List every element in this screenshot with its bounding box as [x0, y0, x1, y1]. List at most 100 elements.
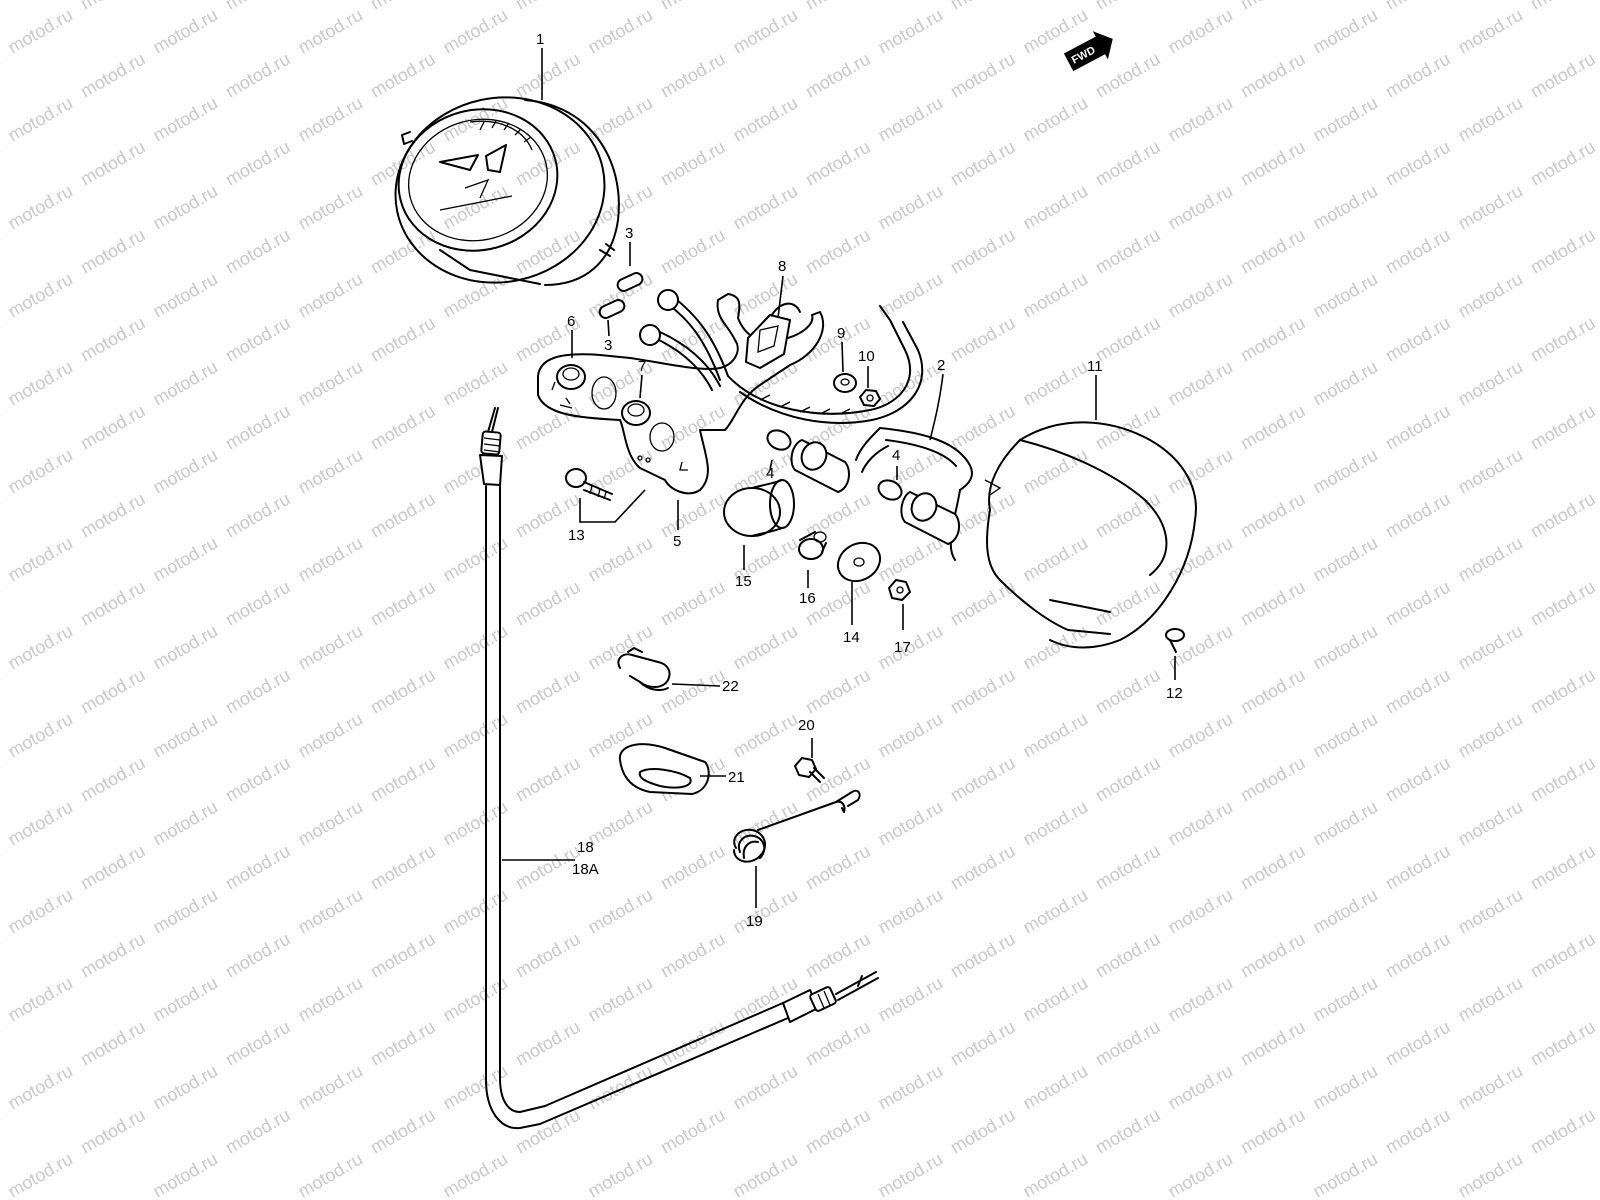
watermark-text: motod.ru	[947, 1105, 1019, 1158]
watermark-text: motod.ru	[295, 181, 367, 234]
watermark-text: motod.ru	[1527, 1105, 1599, 1158]
watermark-text: motod.ru	[1527, 225, 1599, 278]
watermark-text: motod.ru	[1310, 357, 1382, 410]
watermark-text: motod.ru	[1092, 137, 1164, 190]
watermark-text: motod.ru	[150, 269, 222, 322]
watermark-text: motod.ru	[1092, 313, 1164, 366]
watermark-text: motod.ru	[1237, 489, 1309, 542]
callout-2: 2	[937, 357, 945, 374]
watermark-text: motod.ru	[875, 709, 947, 762]
watermark-text: motod.ru	[5, 973, 77, 1026]
callout-1: 1	[536, 31, 544, 48]
watermark-text: motod.ru	[1382, 753, 1454, 806]
watermark-text: motod.ru	[0, 313, 4, 366]
watermark-text: motod.ru	[1455, 973, 1527, 1026]
watermark-text: motod.ru	[1237, 313, 1309, 366]
watermark-text: motod.ru	[1455, 445, 1527, 498]
cushion-3b	[598, 299, 626, 319]
watermark-text: motod.ru	[1310, 885, 1382, 938]
watermark-text: motod.ru	[1092, 577, 1164, 630]
bulb-socket-4a	[766, 429, 851, 493]
watermark-text: motod.ru	[1020, 93, 1092, 146]
watermark-text: motod.ru	[1237, 753, 1309, 806]
watermark-text: motod.ru	[367, 225, 439, 278]
watermark-text: motod.ru	[1237, 1017, 1309, 1070]
watermark-text: motod.ru	[947, 313, 1019, 366]
watermark-text: motod.ru	[585, 973, 657, 1026]
watermark-text: motod.ru	[367, 1105, 439, 1158]
watermark-text: motod.ru	[295, 709, 367, 762]
watermark-text: motod.ru	[1165, 93, 1237, 146]
watermark-text: motod.ru	[77, 841, 149, 894]
watermark-text: motod.ru	[222, 137, 294, 190]
watermark-text: motod.ru	[5, 93, 77, 146]
cable-clamp-22	[617, 647, 671, 691]
watermark-text: motod.ru	[1310, 269, 1382, 322]
watermark-text: motod.ru	[367, 665, 439, 718]
bolt-20	[794, 757, 825, 783]
watermark-text: motod.ru	[947, 225, 1019, 278]
watermark-text: motod.ru	[585, 93, 657, 146]
watermark-text: motod.ru	[657, 929, 729, 982]
watermark-text: motod.ru	[77, 1105, 149, 1158]
watermark-text: motod.ru	[150, 1149, 222, 1200]
callout-18A: 18A	[572, 861, 599, 878]
callout-11: 11	[1087, 358, 1103, 375]
watermark-text: motod.ru	[367, 0, 439, 13]
watermark-text: motod.ru	[295, 1149, 367, 1200]
callout-15: 15	[735, 573, 752, 590]
watermark-text: motod.ru	[585, 885, 657, 938]
watermark-text: motod.ru	[657, 1105, 729, 1158]
watermark-text: motod.ru	[1165, 445, 1237, 498]
watermark-text: motod.ru	[730, 181, 802, 234]
watermark-text: motod.ru	[367, 489, 439, 542]
watermark-text: motod.ru	[1020, 885, 1092, 938]
watermark-text: motod.ru	[1310, 1149, 1382, 1200]
watermark-text: motod.ru	[730, 269, 802, 322]
watermark-text: motod.ru	[1237, 929, 1309, 982]
watermark-text: motod.ru	[1237, 0, 1309, 13]
watermark-text: motod.ru	[150, 885, 222, 938]
callout-4b: 4	[892, 447, 900, 464]
watermark-text: motod.ru	[1237, 1105, 1309, 1158]
watermark-text: motod.ru	[0, 929, 4, 982]
watermark-text: motod.ru	[5, 621, 77, 674]
watermark-text: motod.ru	[1237, 137, 1309, 190]
watermark-text: motod.ru	[295, 797, 367, 850]
callout-8: 8	[778, 258, 786, 275]
watermark-text: motod.ru	[1237, 665, 1309, 718]
watermark-text: motod.ru	[77, 0, 149, 13]
watermark-text: motod.ru	[1165, 797, 1237, 850]
watermark-text: motod.ru	[5, 5, 77, 58]
watermark-text: motod.ru	[222, 489, 294, 542]
watermark-text: motod.ru	[730, 621, 802, 674]
callout-6: 6	[567, 313, 575, 330]
watermark-text: motod.ru	[657, 225, 729, 278]
watermark-text: motod.ru	[1527, 929, 1599, 982]
watermark-text: motod.ru	[1092, 225, 1164, 278]
watermark-text: motod.ru	[1382, 929, 1454, 982]
harness-clamp	[745, 314, 791, 369]
wiring-harness	[639, 289, 973, 561]
watermark-text: motod.ru	[657, 489, 729, 542]
nut-17	[888, 579, 911, 601]
watermark-text: motod.ru	[440, 5, 512, 58]
watermark-text: motod.ru	[1020, 445, 1092, 498]
watermark-text: motod.ru	[1382, 577, 1454, 630]
watermark-text: motod.ru	[1310, 445, 1382, 498]
watermark-text: motod.ru	[1020, 357, 1092, 410]
watermark-text: motod.ru	[1455, 885, 1527, 938]
watermark-text: motod.ru	[77, 401, 149, 454]
watermark-text: motod.ru	[295, 93, 367, 146]
grommet-21	[618, 743, 710, 795]
watermark-text: motod.ru	[150, 357, 222, 410]
callout-18: 18	[577, 839, 594, 856]
watermark-text: motod.ru	[730, 1061, 802, 1114]
watermark-text: motod.ru	[1165, 1149, 1237, 1200]
watermark-text: motod.ru	[1527, 753, 1599, 806]
watermark-text: motod.ru	[1165, 181, 1237, 234]
watermark-text: motod.ru	[150, 445, 222, 498]
watermark-text: motod.ru	[1382, 137, 1454, 190]
watermark-text: motod.ru	[0, 137, 4, 190]
watermark-text: motod.ru	[1310, 93, 1382, 146]
